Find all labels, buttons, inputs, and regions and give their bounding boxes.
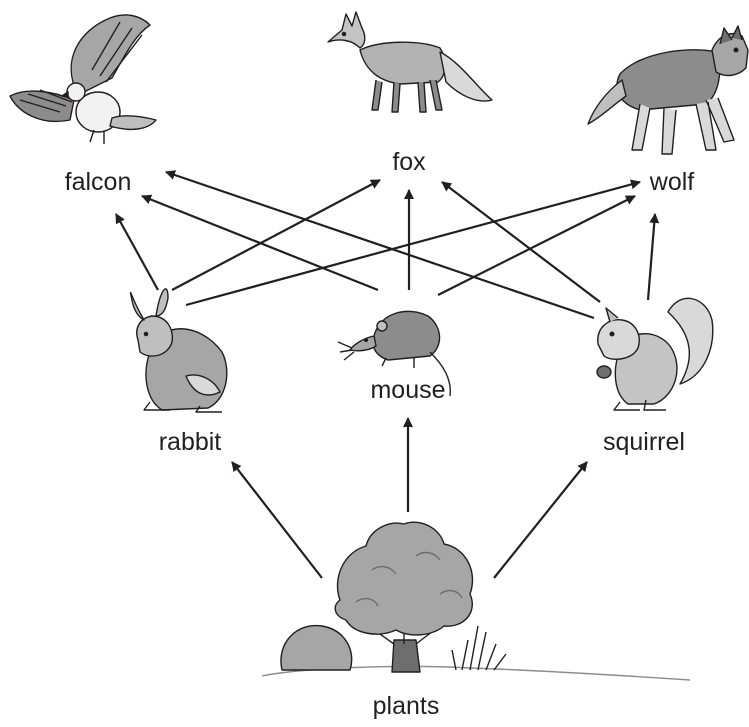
label-rabbit: rabbit: [159, 428, 222, 456]
squirrel-illustration: [597, 298, 713, 410]
fox-illustration: [328, 12, 492, 112]
arrow-plants-to-rabbit: [232, 462, 322, 578]
falcon-illustration: [10, 15, 156, 144]
arrow-rabbit-to-wolf: [186, 182, 640, 305]
arrow-mouse-to-falcon: [142, 196, 378, 290]
wolf-illustration: [588, 26, 748, 154]
label-mouse: mouse: [370, 376, 445, 404]
label-squirrel: squirrel: [603, 428, 685, 456]
arrow-squirrel-to-falcon: [166, 172, 594, 318]
label-fox: fox: [392, 148, 426, 176]
label-plants: plants: [373, 692, 440, 720]
arrow-squirrel-to-wolf: [648, 214, 655, 300]
arrow-rabbit-to-falcon: [116, 214, 158, 290]
plants-illustration: [262, 522, 690, 680]
arrow-plants-to-squirrel: [494, 462, 587, 578]
rabbit-illustration: [131, 289, 227, 412]
label-wolf: wolf: [649, 168, 695, 196]
label-falcon: falcon: [65, 168, 132, 196]
